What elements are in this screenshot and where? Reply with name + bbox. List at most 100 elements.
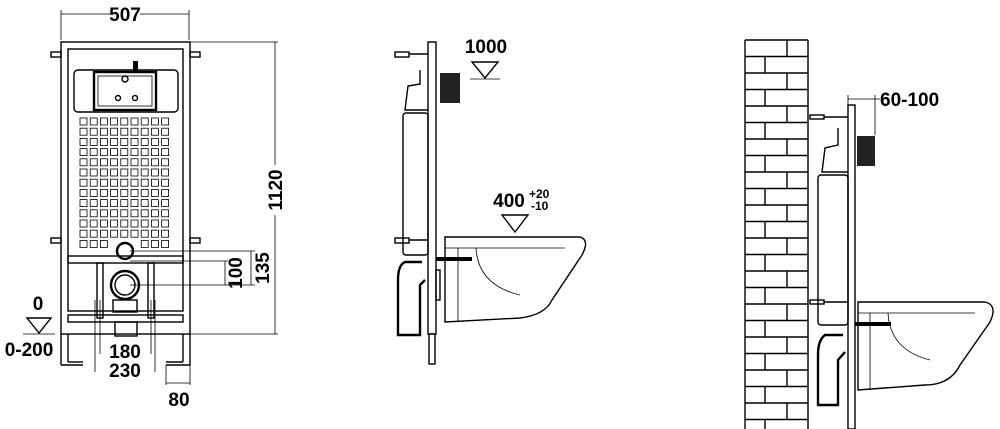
grid-square	[130, 219, 139, 228]
grid-square	[110, 178, 118, 187]
grid-square	[100, 219, 108, 228]
grid-square	[130, 137, 139, 146]
grid-square	[79, 209, 88, 218]
grid-square	[100, 127, 108, 136]
grid-square	[120, 178, 129, 187]
brick-wall	[744, 39, 809, 429]
grid-square	[110, 127, 118, 136]
dim-230-label: 230	[109, 361, 141, 382]
grid-square	[150, 117, 159, 126]
grid-square	[150, 148, 159, 157]
grid-square	[120, 158, 129, 167]
grid-square	[130, 127, 139, 136]
grid-square	[150, 188, 159, 197]
grid-square	[130, 199, 139, 208]
frame-inner	[67, 48, 184, 312]
grid-square	[89, 219, 98, 228]
dim-135-label: 135	[253, 252, 274, 284]
grid-square	[79, 148, 88, 157]
grid-square	[100, 168, 108, 177]
grid-square	[110, 229, 118, 238]
grid-square	[140, 158, 149, 167]
grid-square	[140, 137, 149, 146]
grid-square	[79, 117, 88, 126]
frame-outline	[60, 41, 191, 335]
grid-square	[150, 209, 159, 218]
toilet-bowl	[444, 236, 587, 323]
grid-square	[100, 199, 108, 208]
grid-square	[150, 127, 159, 136]
wall-view: 60-100	[744, 39, 994, 429]
grid-square	[140, 178, 149, 187]
grid-square	[130, 188, 139, 197]
level-marker-icon	[25, 317, 53, 335]
grid-square	[120, 199, 129, 208]
grid-square	[120, 219, 129, 228]
cistern-grid	[79, 117, 170, 248]
wall-gap-label: 60-100	[880, 90, 939, 111]
grid-square	[140, 188, 149, 197]
foot-width-label: 80	[168, 390, 189, 411]
grid-square	[130, 158, 139, 167]
seat-tolerance-plus: +20	[529, 187, 550, 201]
grid-square	[79, 219, 88, 228]
dim-180-label: 180	[109, 342, 141, 363]
grid-square	[110, 137, 118, 146]
grid-square	[120, 127, 129, 136]
seat-height-label: 400	[493, 191, 525, 212]
seat-tolerance-minus: -10	[531, 199, 549, 213]
grid-square	[130, 209, 139, 218]
grid-square	[100, 148, 108, 157]
grid-square	[140, 117, 149, 126]
grid-square	[79, 127, 88, 136]
grid-square	[79, 239, 88, 248]
grid-square	[89, 117, 98, 126]
grid-square	[79, 168, 88, 177]
grid-square	[150, 178, 159, 187]
grid-square	[130, 168, 139, 177]
grid-square	[79, 188, 88, 197]
grid-square	[100, 137, 108, 146]
flush-plate-opening	[92, 70, 158, 112]
grid-square	[161, 209, 170, 218]
grid-square	[89, 178, 98, 187]
grid-square	[150, 199, 159, 208]
frame-upright	[427, 41, 437, 335]
cistern	[817, 174, 849, 326]
grid-square	[89, 239, 98, 248]
grid-square	[110, 199, 118, 208]
grid-square	[161, 239, 170, 248]
grid-square	[100, 239, 108, 248]
grid-square	[79, 229, 88, 238]
grid-square	[161, 178, 170, 187]
grid-square	[120, 117, 129, 126]
grid-square	[120, 168, 129, 177]
grid-square	[100, 209, 108, 218]
grid-square	[130, 178, 139, 187]
button-height-label: 1000	[465, 37, 507, 58]
grid-square	[79, 199, 88, 208]
grid-square	[110, 158, 118, 167]
grid-square	[140, 168, 149, 177]
grid-square	[79, 178, 88, 187]
grid-square	[161, 199, 170, 208]
flush-button	[857, 136, 875, 166]
grid-square	[110, 168, 118, 177]
dim-100-label: 100	[226, 257, 247, 289]
grid-square	[120, 229, 129, 238]
front-view: 507 1120	[5, 5, 287, 411]
grid-square	[150, 137, 159, 146]
level-marker-icon	[470, 61, 500, 80]
flush-button	[440, 73, 460, 103]
grid-square	[161, 117, 170, 126]
height-label: 1120	[266, 169, 287, 210]
grid-square	[150, 219, 159, 228]
grid-square	[100, 178, 108, 187]
grid-square	[150, 239, 159, 248]
grid-square	[79, 158, 88, 167]
width-label: 507	[109, 5, 141, 26]
floor-level-label: 0	[33, 294, 44, 315]
grid-square	[161, 188, 170, 197]
grid-square	[89, 199, 98, 208]
